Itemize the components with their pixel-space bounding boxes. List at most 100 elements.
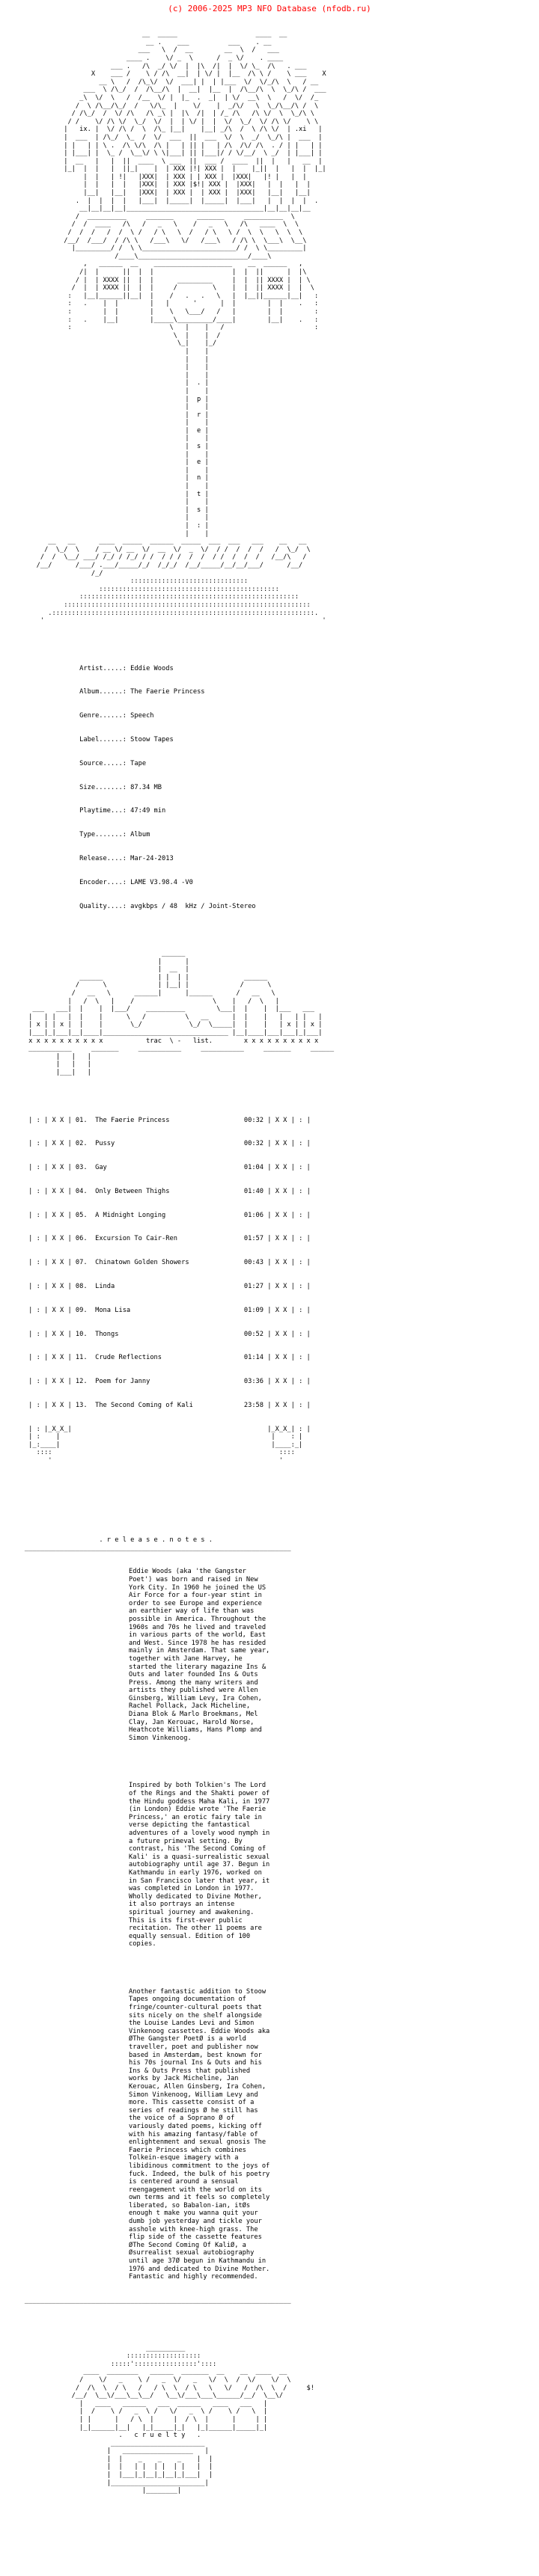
info-value: Stoow Tapes xyxy=(130,736,174,744)
site-header: (c) 2006-2025 MP3 NFO Database (nfodb.ru… xyxy=(0,0,539,13)
track-number: 01. xyxy=(75,1116,88,1124)
track-time: 00:32 xyxy=(243,1116,264,1124)
info-row: Type.......: Album xyxy=(9,831,539,839)
track-row: | : | X X | 02. Pussy 00:32 | X X | : | xyxy=(9,1140,311,1148)
track-number: 05. xyxy=(75,1211,88,1219)
track-number: 04. xyxy=(75,1187,88,1195)
info-label: Source.....: xyxy=(79,759,127,767)
track-time: 01:27 xyxy=(243,1283,264,1290)
track-row: | : | X X | 09. Mona Lisa 01:09 | X X | … xyxy=(9,1306,311,1314)
track-row: | : | X X | 01. The Faerie Princess 00:3… xyxy=(9,1116,311,1124)
track-title: The Faerie Princess xyxy=(95,1116,170,1124)
info-value: Tape xyxy=(130,759,147,767)
info-label: Artist.....: xyxy=(79,664,127,672)
track-number: 12. xyxy=(75,1378,88,1386)
track-number: 09. xyxy=(75,1306,88,1314)
release-notes-heading-row: . r e l e a s e . n o t e s . __________… xyxy=(24,1536,291,1552)
info-value: LAME V3.98.4 -V0 xyxy=(130,878,193,886)
track-time: 01:14 xyxy=(243,1354,264,1362)
track-row: | : | X X | 05. A Midnight Longing 01:06… xyxy=(9,1211,311,1219)
track-time: 01:57 xyxy=(243,1235,264,1243)
info-row: Encoder....: LAME V3.98.4 -V0 xyxy=(9,879,539,887)
track-title: Excursion To Cair-Ren xyxy=(95,1235,177,1243)
track-time: 00:52 xyxy=(243,1330,264,1338)
track-title: Pussy xyxy=(95,1140,115,1148)
track-number: 02. xyxy=(75,1140,88,1148)
track-row: | : | X X | 06. Excursion To Cair-Ren 01… xyxy=(9,1235,311,1243)
info-label: Type.......: xyxy=(79,831,127,839)
track-row: | : | X X | 10. Thongs 00:52 | X X | : | xyxy=(9,1330,311,1338)
info-row: Album......: The Faerie Princess xyxy=(9,688,539,696)
track-time: 01:40 xyxy=(243,1187,264,1195)
track-title: Only Between Thighs xyxy=(95,1187,170,1195)
track-row: | : | X X | 04. Only Between Thighs 01:4… xyxy=(9,1187,311,1195)
info-row: Label......: Stoow Tapes xyxy=(9,736,539,744)
info-value: Speech xyxy=(130,712,154,720)
track-number: 06. xyxy=(75,1235,88,1243)
track-title: A Midnight Longing xyxy=(95,1211,166,1219)
info-label: Release....: xyxy=(79,854,127,862)
info-label: Encoder....: xyxy=(79,878,127,886)
track-title: Mona Lisa xyxy=(95,1306,131,1314)
track-number: 07. xyxy=(75,1259,88,1267)
track-title: Crude Reflections xyxy=(95,1354,162,1362)
track-time: 01:06 xyxy=(243,1211,264,1219)
track-row: | : | X X | 03. Gay 01:04 | X X | : | xyxy=(9,1164,311,1172)
info-label: Album......: xyxy=(79,688,127,696)
notes-paragraph: Eddie Woods (aka 'the Gangster Poet') wa… xyxy=(129,1568,270,1742)
track-time: 00:43 xyxy=(243,1259,264,1267)
track-time: 01:09 xyxy=(243,1306,264,1314)
track-title: Chinatown Golden Showers xyxy=(95,1259,189,1267)
ascii-art-top: __ _____ ____ __ __ . ___ ___ . __ ___ \… xyxy=(36,31,326,625)
info-label: Playtime...: xyxy=(79,807,127,815)
track-title: Poem for Janny xyxy=(95,1378,150,1386)
notes-paragraph: Another fantastic addition to Stoow Tape… xyxy=(129,1987,270,2281)
info-row: Release....: Mar-24-2013 xyxy=(9,855,539,863)
ascii-art-bottom: __________ ::::::::::::::::::: :::::':::… xyxy=(71,2344,314,2495)
track-title: Thongs xyxy=(95,1330,119,1338)
release-info: Artist.....: Eddie Woods Album......: Th… xyxy=(9,649,539,927)
track-row: | : | X X | 13. The Second Coming of Kal… xyxy=(9,1401,311,1409)
track-number: 08. xyxy=(75,1283,88,1290)
track-row: | : | X X | 11. Crude Reflections 01:14 … xyxy=(9,1354,311,1362)
track-row: | : | X X | 08. Linda 01:27 | X X | : | xyxy=(9,1283,311,1290)
info-row: Quality....: avgkbps / 48 kHz / Joint-St… xyxy=(9,903,539,911)
track-title: The Second Coming of Kali xyxy=(95,1401,193,1409)
track-number: 13. xyxy=(75,1401,88,1409)
track-number: 03. xyxy=(75,1164,88,1172)
info-value: 87.34 MB xyxy=(130,783,162,791)
track-row: | : | X X | 12. Poem for Janny 03:36 | X… xyxy=(9,1378,311,1386)
info-value: avgkbps / 48 kHz / Joint-Stereo xyxy=(130,902,256,910)
tracklist: | : | X X | 01. The Faerie Princess 00:3… xyxy=(9,1100,539,1481)
track-time: 03:36 xyxy=(243,1378,264,1386)
track-time: 23:58 xyxy=(243,1401,264,1409)
info-value: Mar-24-2013 xyxy=(130,854,174,862)
track-row: | : | X X | 07. Chinatown Golden Showers… xyxy=(9,1259,311,1267)
track-time: 01:04 xyxy=(243,1164,264,1172)
info-row: Genre......: Speech xyxy=(9,712,539,720)
notes-paragraph: Inspired by both Tolkien's The Lord of t… xyxy=(129,1782,270,1948)
track-time: 00:32 xyxy=(243,1140,264,1148)
release-notes: . r e l e a s e . n o t e s . __________… xyxy=(9,1505,539,2321)
track-number: 11. xyxy=(75,1354,88,1362)
info-label: Size.......: xyxy=(79,783,127,791)
info-value: Eddie Woods xyxy=(130,664,174,672)
release-notes-heading: . r e l e a s e . n o t e s . xyxy=(99,1536,213,1544)
info-row: Artist.....: Eddie Woods xyxy=(9,665,539,673)
info-label: Label......: xyxy=(79,736,127,744)
track-title: Linda xyxy=(95,1283,115,1290)
info-value: The Faerie Princess xyxy=(130,688,205,696)
info-row: Size.......: 87.34 MB xyxy=(9,784,539,792)
nfo-document: __ _____ ____ __ __ . ___ ___ . __ ___ \… xyxy=(0,15,539,2503)
info-value: Album xyxy=(130,831,150,839)
info-label: Genre......: xyxy=(79,712,127,720)
track-title: Gay xyxy=(95,1164,107,1172)
tracklist-frame: | : |_X_X_| |_X_X_| : | | : | | : | |_:_… xyxy=(28,1425,311,1465)
ascii-art-tracklist-header: ______ | | | __ | ______ | | | | ______ … xyxy=(28,950,335,1076)
track-number: 10. xyxy=(75,1330,88,1338)
info-row: Playtime...: 47:49 min xyxy=(9,807,539,815)
info-row: Source.....: Tape xyxy=(9,760,539,768)
info-value: 47:49 min xyxy=(130,807,166,815)
info-label: Quality....: xyxy=(79,902,127,910)
copyright-text: (c) 2006-2025 MP3 NFO Database (nfodb.ru… xyxy=(168,4,371,13)
